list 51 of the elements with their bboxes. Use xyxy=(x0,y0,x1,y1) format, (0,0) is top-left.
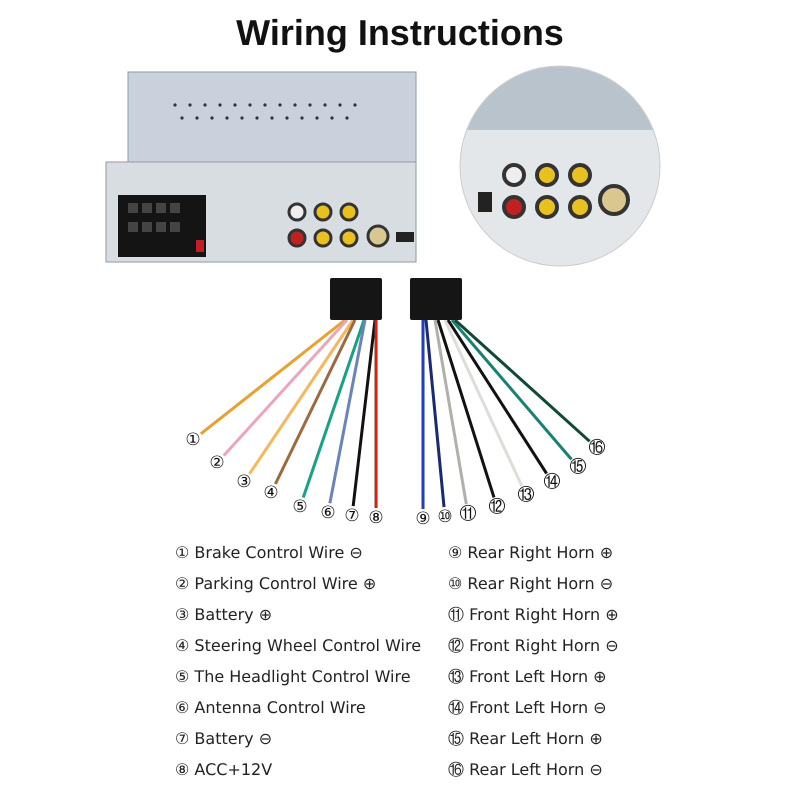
title: Wiring Instructions xyxy=(235,12,565,54)
wire-number: ⑮ xyxy=(567,457,589,477)
wire-description: ⑪ Front Right Horn ⊕ xyxy=(448,605,619,626)
wire-description: ⑥ Antenna Control Wire xyxy=(175,698,366,717)
wire-number: ② xyxy=(206,453,228,473)
wire xyxy=(444,319,524,487)
wire-number: ⑤ xyxy=(289,497,311,517)
wire xyxy=(274,319,356,485)
wire-description: ⑮ Rear Left Horn ⊕ xyxy=(448,729,603,750)
wire-number: ⑦ xyxy=(341,506,363,526)
wire-description: ① Brake Control Wire ⊖ xyxy=(175,543,363,562)
wire xyxy=(436,320,496,498)
wire-number: ⑬ xyxy=(515,485,537,505)
wire-description: ⑨ Rear Right Horn ⊕ xyxy=(448,543,614,562)
wire xyxy=(328,320,366,504)
wire-description: ④ Steering Wheel Control Wire xyxy=(175,636,422,655)
wire-harness-plug xyxy=(330,278,382,320)
wire-number: ⑧ xyxy=(365,508,387,528)
wire-number: ⑩ xyxy=(434,507,456,527)
wire-description: ⑭ Front Left Horn ⊖ xyxy=(448,698,607,719)
wire xyxy=(248,319,354,475)
wire xyxy=(454,318,591,442)
wire-description: ⑬ Front Left Horn ⊕ xyxy=(448,667,607,688)
wire-description: ⑤ The Headlight Control Wire xyxy=(175,667,411,686)
wire xyxy=(374,320,378,508)
wire xyxy=(450,319,573,460)
wire xyxy=(446,319,548,474)
wire-description: ③ Battery ⊕ xyxy=(175,605,272,624)
wire-number: ⑫ xyxy=(486,497,508,517)
wire-number: ③ xyxy=(233,472,255,492)
wire-description: ⑫ Front Right Horn ⊖ xyxy=(448,636,619,657)
wire-description: ⑦ Battery ⊖ xyxy=(175,729,272,748)
wire-description: ⑯ Rear Left Horn ⊖ xyxy=(448,760,603,781)
wire xyxy=(200,318,346,435)
wire-number: ⑪ xyxy=(457,504,479,524)
wire-number: ④ xyxy=(260,483,282,503)
wire xyxy=(222,318,348,457)
wire-number: ⑯ xyxy=(586,438,608,458)
wire xyxy=(302,320,366,498)
wire xyxy=(434,320,468,504)
wire xyxy=(422,320,424,509)
wire-description: ② Parking Control Wire ⊕ xyxy=(175,574,376,593)
wire xyxy=(424,320,446,508)
wire xyxy=(352,320,376,506)
wire-number: ① xyxy=(182,430,204,450)
wire-number: ⑥ xyxy=(317,503,339,523)
wire-number: ⑭ xyxy=(541,472,563,492)
wire-description: ⑩ Rear Right Horn ⊖ xyxy=(448,574,614,593)
wire-harness-plug xyxy=(410,278,462,320)
wire-number: ⑨ xyxy=(412,509,434,529)
wire-description: ⑧ ACC+12V xyxy=(175,760,272,779)
